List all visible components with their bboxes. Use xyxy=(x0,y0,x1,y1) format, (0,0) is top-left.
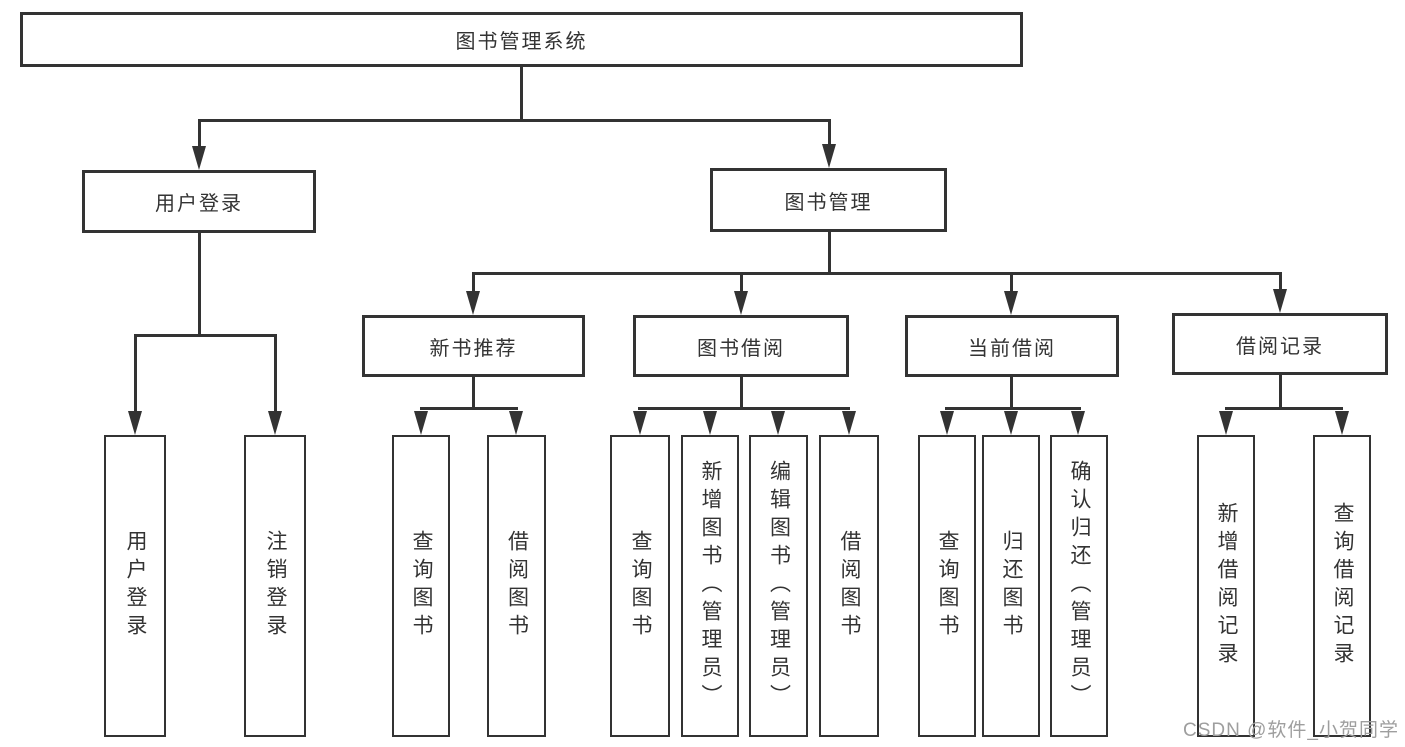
node-label: 注销登录 xyxy=(264,530,287,642)
node-user-login: 用户登录 xyxy=(82,170,316,233)
arrow-down-icon xyxy=(509,411,523,435)
connector-line xyxy=(274,334,277,413)
connector-line xyxy=(1225,407,1343,410)
arrow-down-icon xyxy=(268,411,282,435)
node-label: 借阅图书 xyxy=(838,530,861,642)
connector-line xyxy=(520,67,523,122)
arrow-down-icon xyxy=(842,411,856,435)
connector-line xyxy=(1279,375,1282,410)
connector-line xyxy=(472,272,475,294)
node-current-borrowing: 当前借阅 xyxy=(905,315,1119,377)
arrow-down-icon xyxy=(1004,291,1018,315)
node-label: 借阅记录 xyxy=(1236,335,1324,358)
node-label: 图书管理 xyxy=(784,191,873,214)
node-root-system: 图书管理系统 xyxy=(20,12,1023,67)
node-label: 查询图书 xyxy=(936,530,959,642)
node-label: 编辑图书（管理员） xyxy=(767,460,791,712)
arrow-down-icon xyxy=(1004,411,1018,435)
connector-line xyxy=(638,407,850,410)
node-label: 新书推荐 xyxy=(429,337,518,360)
arrow-down-icon xyxy=(703,411,717,435)
connector-line xyxy=(828,119,831,149)
node-label: 用户登录 xyxy=(124,530,147,642)
node-label: 新增借阅记录 xyxy=(1215,502,1238,670)
leaf-user-login: 用户登录 xyxy=(104,435,166,737)
csdn-watermark: CSDN @软件_小贺同学 xyxy=(1183,720,1399,741)
arrow-down-icon xyxy=(466,291,480,315)
leaf-add-books-admin: 新增图书（管理员） xyxy=(681,435,739,737)
leaf-query-books: 查询图书 xyxy=(918,435,976,737)
node-label: 查询借阅记录 xyxy=(1331,502,1354,670)
leaf-query-books: 查询图书 xyxy=(392,435,450,737)
connector-line xyxy=(1010,272,1013,294)
connector-line xyxy=(198,233,201,337)
node-borrowing-records: 借阅记录 xyxy=(1172,313,1388,375)
arrow-down-icon xyxy=(1335,411,1349,435)
node-label: 确认归还（管理员） xyxy=(1068,460,1091,712)
arrow-down-icon xyxy=(771,411,785,435)
connector-line xyxy=(198,119,201,151)
node-label: 查询图书 xyxy=(629,530,652,642)
leaf-query-borrow-record: 查询借阅记录 xyxy=(1313,435,1371,737)
connector-line xyxy=(1010,377,1013,410)
arrow-down-icon xyxy=(734,291,748,315)
node-label: 用户登录 xyxy=(155,193,243,215)
connector-line xyxy=(472,272,1282,275)
leaf-borrow-books: 借阅图书 xyxy=(819,435,879,737)
arrow-down-icon xyxy=(1219,411,1233,435)
connector-line xyxy=(1279,272,1282,292)
arrow-down-icon xyxy=(192,146,206,170)
connector-line xyxy=(472,377,475,410)
connector-line xyxy=(740,272,743,294)
node-label: 借阅图书 xyxy=(505,530,529,642)
connector-line xyxy=(828,232,831,275)
arrow-down-icon xyxy=(1071,411,1085,435)
connector-line xyxy=(134,334,137,413)
node-book-borrowing: 图书借阅 xyxy=(633,315,849,377)
leaf-edit-books-admin: 编辑图书（管理员） xyxy=(749,435,808,737)
connector-line xyxy=(945,407,1081,410)
arrow-down-icon xyxy=(940,411,954,435)
leaf-borrow-books: 借阅图书 xyxy=(487,435,546,737)
leaf-confirm-return-admin: 确认归还（管理员） xyxy=(1050,435,1108,737)
node-book-management: 图书管理 xyxy=(710,168,947,232)
node-new-book-recommend: 新书推荐 xyxy=(362,315,585,377)
connector-line xyxy=(420,407,518,410)
leaf-logout: 注销登录 xyxy=(244,435,306,737)
node-label: 新增图书（管理员） xyxy=(699,460,722,712)
node-label: 当前借阅 xyxy=(968,337,1056,360)
leaf-return-books: 归还图书 xyxy=(982,435,1040,737)
arrow-down-icon xyxy=(414,411,428,435)
node-label: 图书借阅 xyxy=(697,337,785,360)
leaf-query-books: 查询图书 xyxy=(610,435,670,737)
arrow-down-icon xyxy=(822,144,836,168)
node-label: 查询图书 xyxy=(410,530,433,642)
arrow-down-icon xyxy=(1273,289,1287,313)
connector-line xyxy=(134,334,277,337)
arrow-down-icon xyxy=(128,411,142,435)
connector-line xyxy=(740,377,743,410)
connector-line xyxy=(198,119,831,122)
leaf-add-borrow-record: 新增借阅记录 xyxy=(1197,435,1255,737)
arrow-down-icon xyxy=(633,411,647,435)
node-label: 归还图书 xyxy=(1000,530,1023,642)
node-label: 图书管理系统 xyxy=(455,31,588,53)
